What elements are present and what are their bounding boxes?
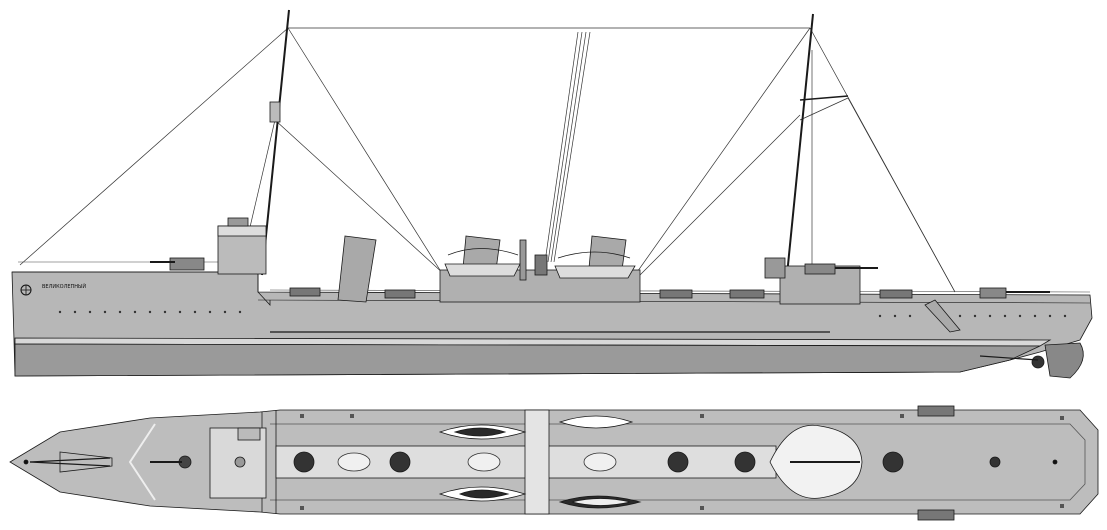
main-mast [784, 13, 814, 296]
rudder [1044, 342, 1084, 379]
aft-gun-2 [979, 287, 1007, 299]
propeller [1031, 355, 1045, 369]
forward-gun-plan [150, 455, 192, 469]
deck-bitts [300, 414, 1064, 510]
aft-gun-1 [804, 263, 836, 275]
plan-view [9, 405, 1099, 521]
deck-fittings [289, 287, 913, 299]
main-mast-yard [799, 95, 849, 101]
funnel-1 [337, 235, 377, 303]
hull-name-plate: ВЕЛИКОЛЕПНЫЙ [42, 283, 86, 290]
fore-mast-yard [269, 101, 281, 123]
portholes [58, 310, 1067, 318]
bow-emblem [20, 284, 32, 296]
side-profile: ВЕЛИКОЛЕПНЫЙ [11, 9, 1093, 379]
forecastle-deck [12, 271, 271, 307]
rigging [19, 27, 956, 293]
funnel-tops [337, 452, 617, 472]
boats-plan [438, 415, 642, 509]
fore-mast [261, 9, 290, 276]
side-boat-1 [444, 263, 521, 277]
underwater-hull [14, 343, 1041, 377]
forward-gun [169, 257, 205, 271]
anchor-gear [23, 451, 113, 473]
side-boat-2 [554, 265, 636, 279]
